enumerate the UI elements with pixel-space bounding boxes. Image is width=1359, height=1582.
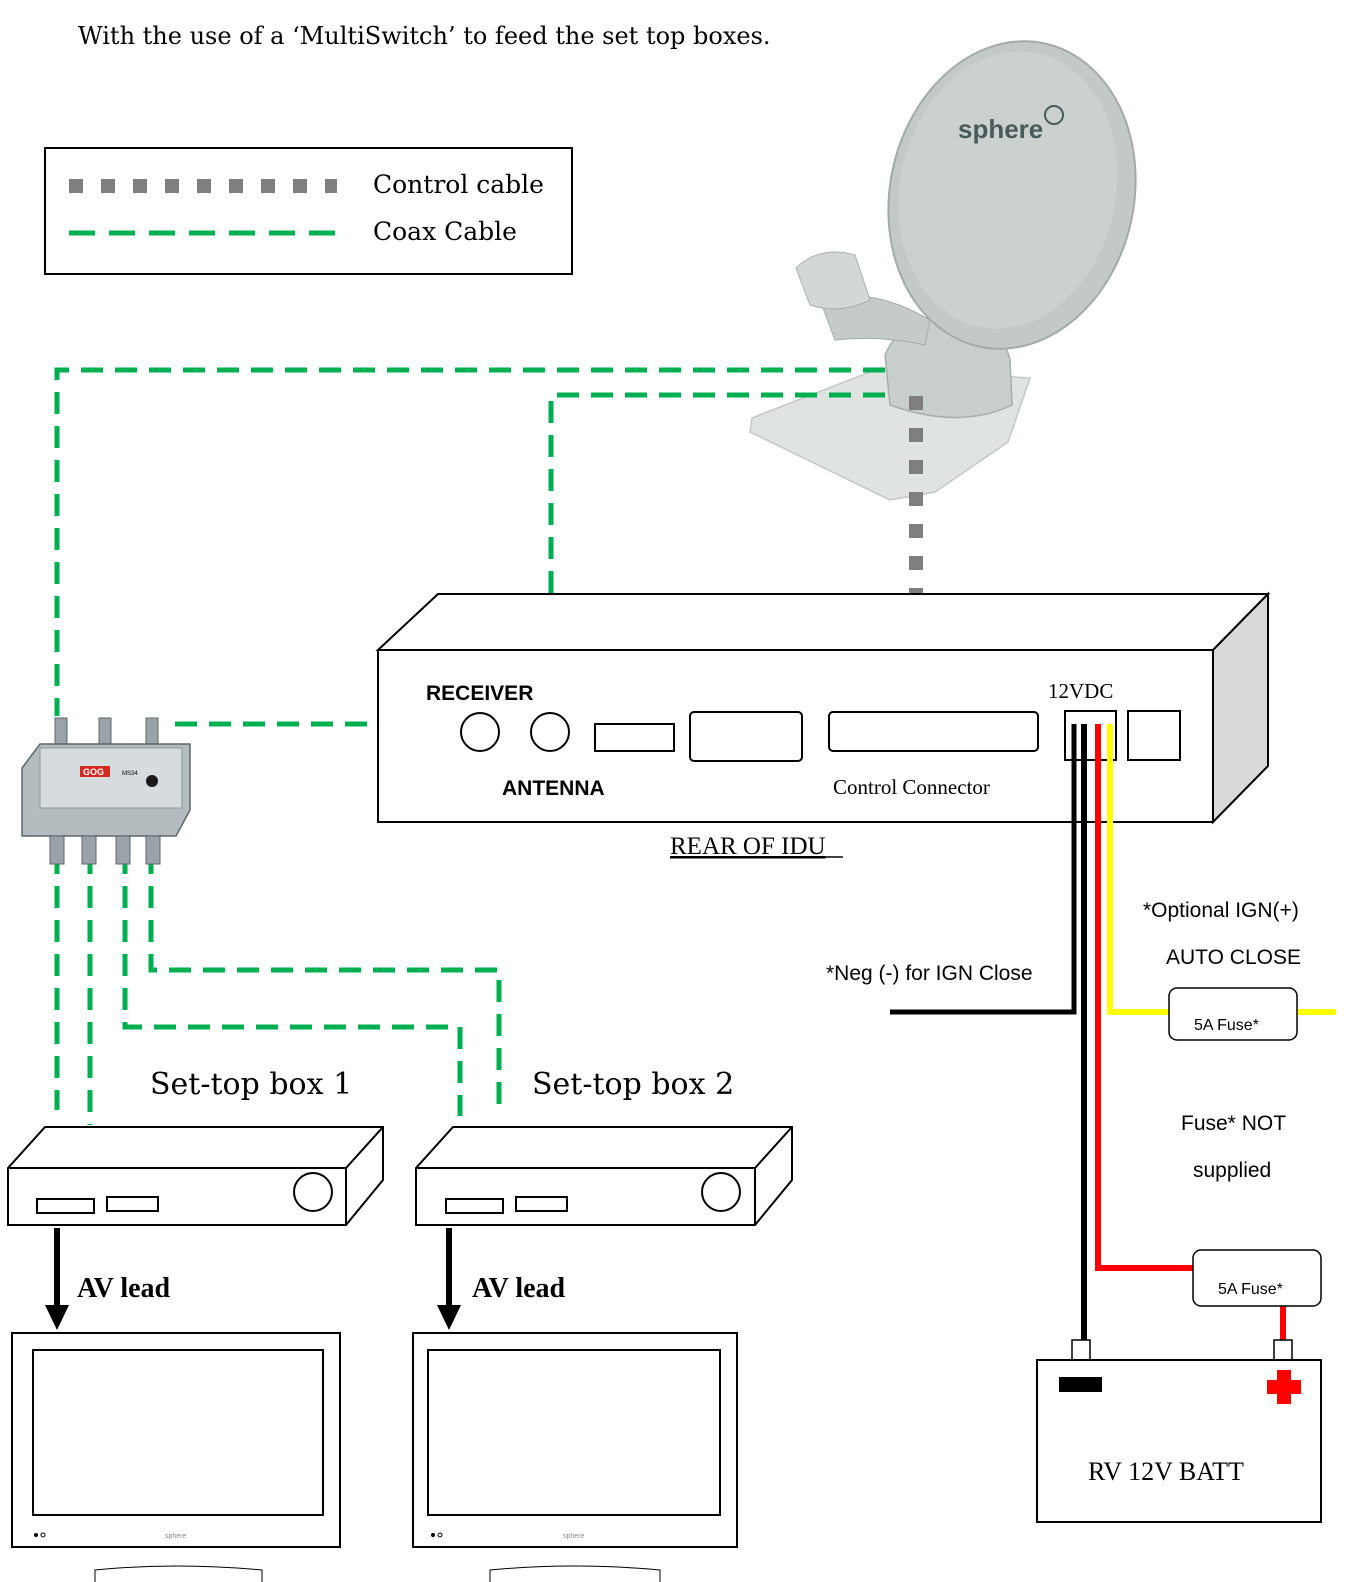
stb1-slot-1	[36, 1198, 95, 1214]
legend: Control cable Coax Cable	[44, 147, 573, 275]
legend-box	[44, 147, 573, 275]
antenna-label: ANTENNA	[502, 777, 605, 800]
stb1-av-lead-arrow-icon	[45, 1305, 69, 1330]
tv2-screen	[427, 1349, 721, 1516]
stb1-title: Set-top box 1	[150, 1067, 352, 1102]
coax-dish-to-multiswitch	[54, 367, 885, 716]
fuse-main	[1192, 1249, 1322, 1307]
optional-ign-label: *Optional IGN(+)	[1143, 899, 1299, 922]
stb2-slot-1	[445, 1198, 504, 1214]
idu-top-face	[375, 593, 1271, 651]
set-top-box-1: Set-top box 1 AV lead	[7, 1067, 384, 1330]
multiswitch-badge-icon	[146, 775, 158, 787]
battery-minus-icon	[1059, 1377, 1102, 1392]
idu-box: RECEIVER ANTENNA Control Connector 12VDC…	[375, 591, 1271, 860]
multiswitch-port-rx1	[49, 835, 65, 865]
stb2-title: Set-top box 2	[532, 1067, 734, 1102]
fuse-note-line-1: Fuse* NOT	[1181, 1112, 1286, 1135]
legend-coax-cable-label: Coax Cable	[373, 217, 517, 246]
multiswitch-brand: GOG	[83, 767, 104, 777]
stb2-body	[415, 1126, 793, 1226]
stb1-av-lead-label: AV lead	[77, 1273, 171, 1304]
stb2-slot-2	[515, 1196, 568, 1212]
dish-lnb	[795, 251, 871, 310]
multiswitch-port-rx3	[115, 835, 131, 865]
set-top-box-2: Set-top box 2 AV lead	[415, 1067, 793, 1330]
satellite-dish: sphere	[749, 40, 1137, 501]
multiswitch-face	[39, 747, 183, 809]
legend-control-cable-label: Control cable	[373, 170, 544, 199]
auto-close-label: AUTO CLOSE	[1166, 946, 1301, 969]
neg-ign-close-label: *Neg (-) for IGN Close	[826, 962, 1033, 985]
tv2-sensor-icon	[437, 1532, 443, 1538]
fuse-note-line-2: supplied	[1193, 1159, 1271, 1182]
coax-rx4	[148, 852, 502, 1116]
multiswitch-port-rx4	[145, 835, 161, 865]
antenna-port	[530, 712, 570, 752]
fuse-ign-label: 5A Fuse*	[1194, 1017, 1259, 1034]
idu-port-rect	[689, 711, 803, 762]
tv2-power-led-icon	[431, 1533, 435, 1537]
idu-port-square	[1127, 710, 1181, 761]
dish-logo-globe-icon	[1044, 105, 1064, 125]
battery-plus-icon	[1267, 1370, 1301, 1404]
dish-reflector-inner	[898, 51, 1118, 329]
positive-wire-red	[1095, 724, 1200, 1271]
tv-2: sphere	[412, 1332, 738, 1582]
diagram-caption: With the use of a ‘MultiSwitch’ to feed …	[78, 22, 771, 50]
receiver-port	[460, 712, 500, 752]
stb2-knob	[701, 1172, 741, 1212]
power-12vdc-label: 12VDC	[1048, 679, 1113, 703]
multiswitch: GOG MS34	[21, 717, 191, 865]
tv1-sensor-icon	[40, 1532, 46, 1538]
multiswitch-port-rx2	[81, 835, 97, 865]
control-connector-label: Control Connector	[833, 775, 990, 799]
tv1-power-led-icon	[34, 1533, 38, 1537]
tv1-stand	[94, 1565, 263, 1582]
stb2-av-lead-label: AV lead	[472, 1273, 566, 1304]
battery: RV 12V BATT	[1036, 1339, 1322, 1523]
multiswitch-model: MS34	[122, 771, 138, 777]
idu-port-slot	[594, 723, 675, 752]
stb2-edges	[416, 1126, 793, 1225]
fuse-ign	[1168, 987, 1298, 1041]
idu-caption: REAR OF IDU	[670, 833, 826, 860]
ign-neg-wire-black	[890, 724, 1077, 1015]
battery-negative-terminal	[1071, 1339, 1091, 1361]
battery-positive-terminal	[1273, 1339, 1293, 1361]
fuse-main-label: 5A Fuse*	[1218, 1281, 1283, 1298]
tv-1: sphere	[11, 1332, 341, 1582]
stb1-body	[7, 1126, 384, 1226]
dish-brand-logo: sphere	[958, 114, 1043, 144]
stb1-slot-2	[106, 1196, 159, 1212]
tv2-stand	[489, 1565, 661, 1582]
stb1-knob	[293, 1172, 333, 1212]
tv1-brand: sphere	[165, 1533, 187, 1540]
stb2-av-lead-arrow-icon	[437, 1305, 461, 1330]
battery-label: RV 12V BATT	[1088, 1457, 1244, 1486]
tv2-brand: sphere	[563, 1533, 585, 1540]
tv1-screen	[32, 1349, 324, 1516]
control-connector-port	[828, 711, 1039, 752]
receiver-label: RECEIVER	[426, 682, 533, 705]
coax-rx3	[122, 852, 463, 1116]
multiswitch-logo	[80, 766, 110, 777]
stb1-edges	[8, 1126, 384, 1225]
